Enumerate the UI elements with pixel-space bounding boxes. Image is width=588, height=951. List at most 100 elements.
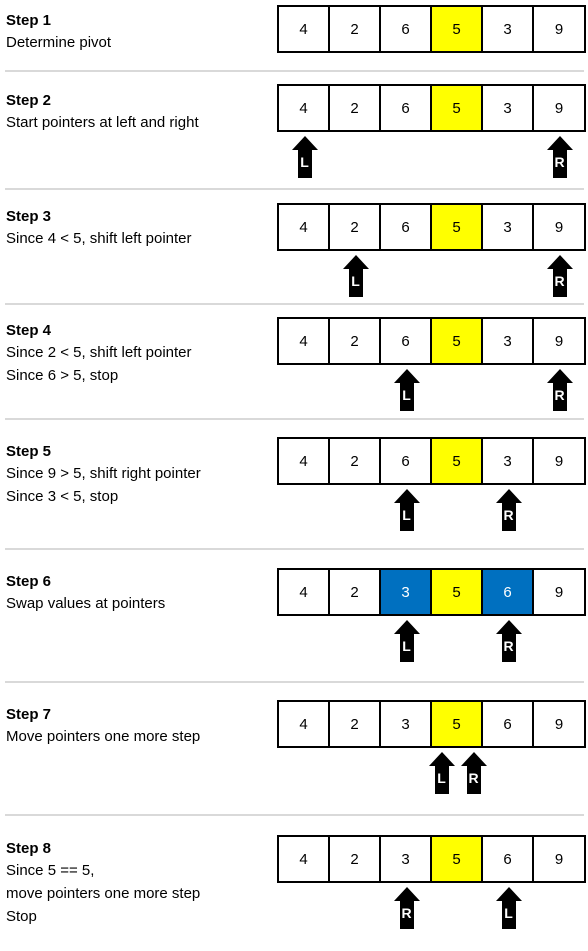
step-description: Determine pivot	[6, 31, 111, 54]
pointer-label: R	[503, 507, 514, 523]
step-description-line: Since 3 < 5, stop	[6, 488, 119, 505]
step-title: Step 7	[6, 706, 52, 723]
pointer-label: L	[402, 387, 411, 403]
array-cell: 6	[381, 7, 432, 51]
step-description: Since 4 < 5, shift left pointer	[6, 227, 192, 250]
array-cell: 9	[534, 319, 584, 363]
step-title: Step 2	[6, 92, 52, 109]
array-cell: 9	[534, 570, 584, 614]
array-cell-pivot: 5	[432, 319, 483, 363]
array-cell: 2	[330, 319, 381, 363]
step-description-line: Since 6 > 5, stop	[6, 367, 119, 384]
step-title: Step 3	[6, 208, 52, 225]
array-cell-pivot: 5	[432, 439, 483, 483]
step-separator	[5, 814, 584, 816]
array-cell: 3	[381, 837, 432, 881]
array-cell: 2	[330, 570, 381, 614]
array-cell: 9	[534, 702, 584, 746]
pointer-label: L	[504, 905, 513, 921]
array-cell: 2	[330, 86, 381, 130]
step-description-line: Determine pivot	[6, 34, 112, 51]
array-cell: 3	[483, 86, 534, 130]
array-cell-pivot: 5	[432, 7, 483, 51]
step-description-line: Stop	[6, 908, 37, 925]
array-cell: 4	[279, 702, 330, 746]
right-pointer-arrow-icon: R	[460, 752, 487, 794]
array-cell-pivot: 5	[432, 205, 483, 249]
step-description-line: Since 9 > 5, shift right pointer	[6, 465, 201, 482]
array-cell: 4	[279, 319, 330, 363]
array-cell: 2	[330, 837, 381, 881]
pointer-label: L	[437, 770, 446, 786]
step-separator	[5, 188, 584, 190]
step-description: Swap values at pointers	[6, 592, 165, 615]
step-description: Start pointers at left and right	[6, 111, 199, 134]
right-pointer-arrow-icon: R	[546, 136, 573, 178]
array-cell: 4	[279, 205, 330, 249]
array-cell: 3	[483, 205, 534, 249]
step-title: Step 1	[6, 12, 52, 29]
step-description: Since 5 == 5, move pointers one more step…	[6, 859, 200, 928]
array-cell: 3	[381, 702, 432, 746]
array-cell: 2	[330, 205, 381, 249]
array-cell-pivot: 5	[432, 86, 483, 130]
step-separator	[5, 70, 584, 72]
left-pointer-arrow-icon: L	[291, 136, 318, 178]
array-cell-pivot: 5	[432, 702, 483, 746]
array-cell: 6	[381, 205, 432, 249]
array-cell: 9	[534, 205, 584, 249]
pointer-label: R	[554, 154, 565, 170]
array-cell-pivot: 5	[432, 837, 483, 881]
array-cell: 2	[330, 7, 381, 51]
step-description-line: Move pointers one more step	[6, 728, 201, 745]
pointer-label: L	[402, 507, 411, 523]
left-pointer-arrow-icon: L	[428, 752, 455, 794]
left-pointer-arrow-icon: L	[393, 369, 420, 411]
right-pointer-arrow-icon: R	[495, 489, 522, 531]
array-cell: 6	[381, 439, 432, 483]
step-description-line: Start pointers at left and right	[6, 114, 199, 131]
array-cell: 9	[534, 86, 584, 130]
array-cell: 6	[381, 86, 432, 130]
step-separator	[5, 418, 584, 420]
step-separator	[5, 681, 584, 683]
array-cell: 4	[279, 86, 330, 130]
pointer-label: L	[402, 638, 411, 654]
step-description: Move pointers one more step	[6, 725, 200, 748]
array-cell: 6	[483, 837, 534, 881]
step-title: Step 5	[6, 443, 52, 460]
pointer-label: R	[554, 273, 565, 289]
step-title: Step 4	[6, 322, 52, 339]
array-cell: 3	[483, 319, 534, 363]
right-pointer-arrow-icon: R	[546, 255, 573, 297]
step-separator	[5, 548, 584, 550]
array-cell-pivot: 5	[432, 570, 483, 614]
left-pointer-arrow-icon: L	[393, 620, 420, 662]
array-cell: 6	[483, 702, 534, 746]
right-pointer-arrow-icon: R	[546, 369, 573, 411]
array-cell-swapped: 6	[483, 570, 534, 614]
left-pointer-arrow-icon: L	[393, 489, 420, 531]
array-cell: 6	[381, 319, 432, 363]
array-cell: 4	[279, 837, 330, 881]
step-description-line: Since 2 < 5, shift left pointer	[6, 344, 192, 361]
left-pointer-arrow-icon: L	[495, 887, 522, 929]
array-cell: 2	[330, 439, 381, 483]
pointer-label: R	[468, 770, 479, 786]
step-description-line: Since 5 == 5,	[6, 862, 95, 879]
step-description-line: move pointers one more step	[6, 885, 201, 902]
pointer-label: L	[300, 154, 309, 170]
array-cell: 4	[279, 570, 330, 614]
pointer-label: R	[554, 387, 565, 403]
array-cell: 9	[534, 7, 584, 51]
array-cell: 3	[483, 439, 534, 483]
